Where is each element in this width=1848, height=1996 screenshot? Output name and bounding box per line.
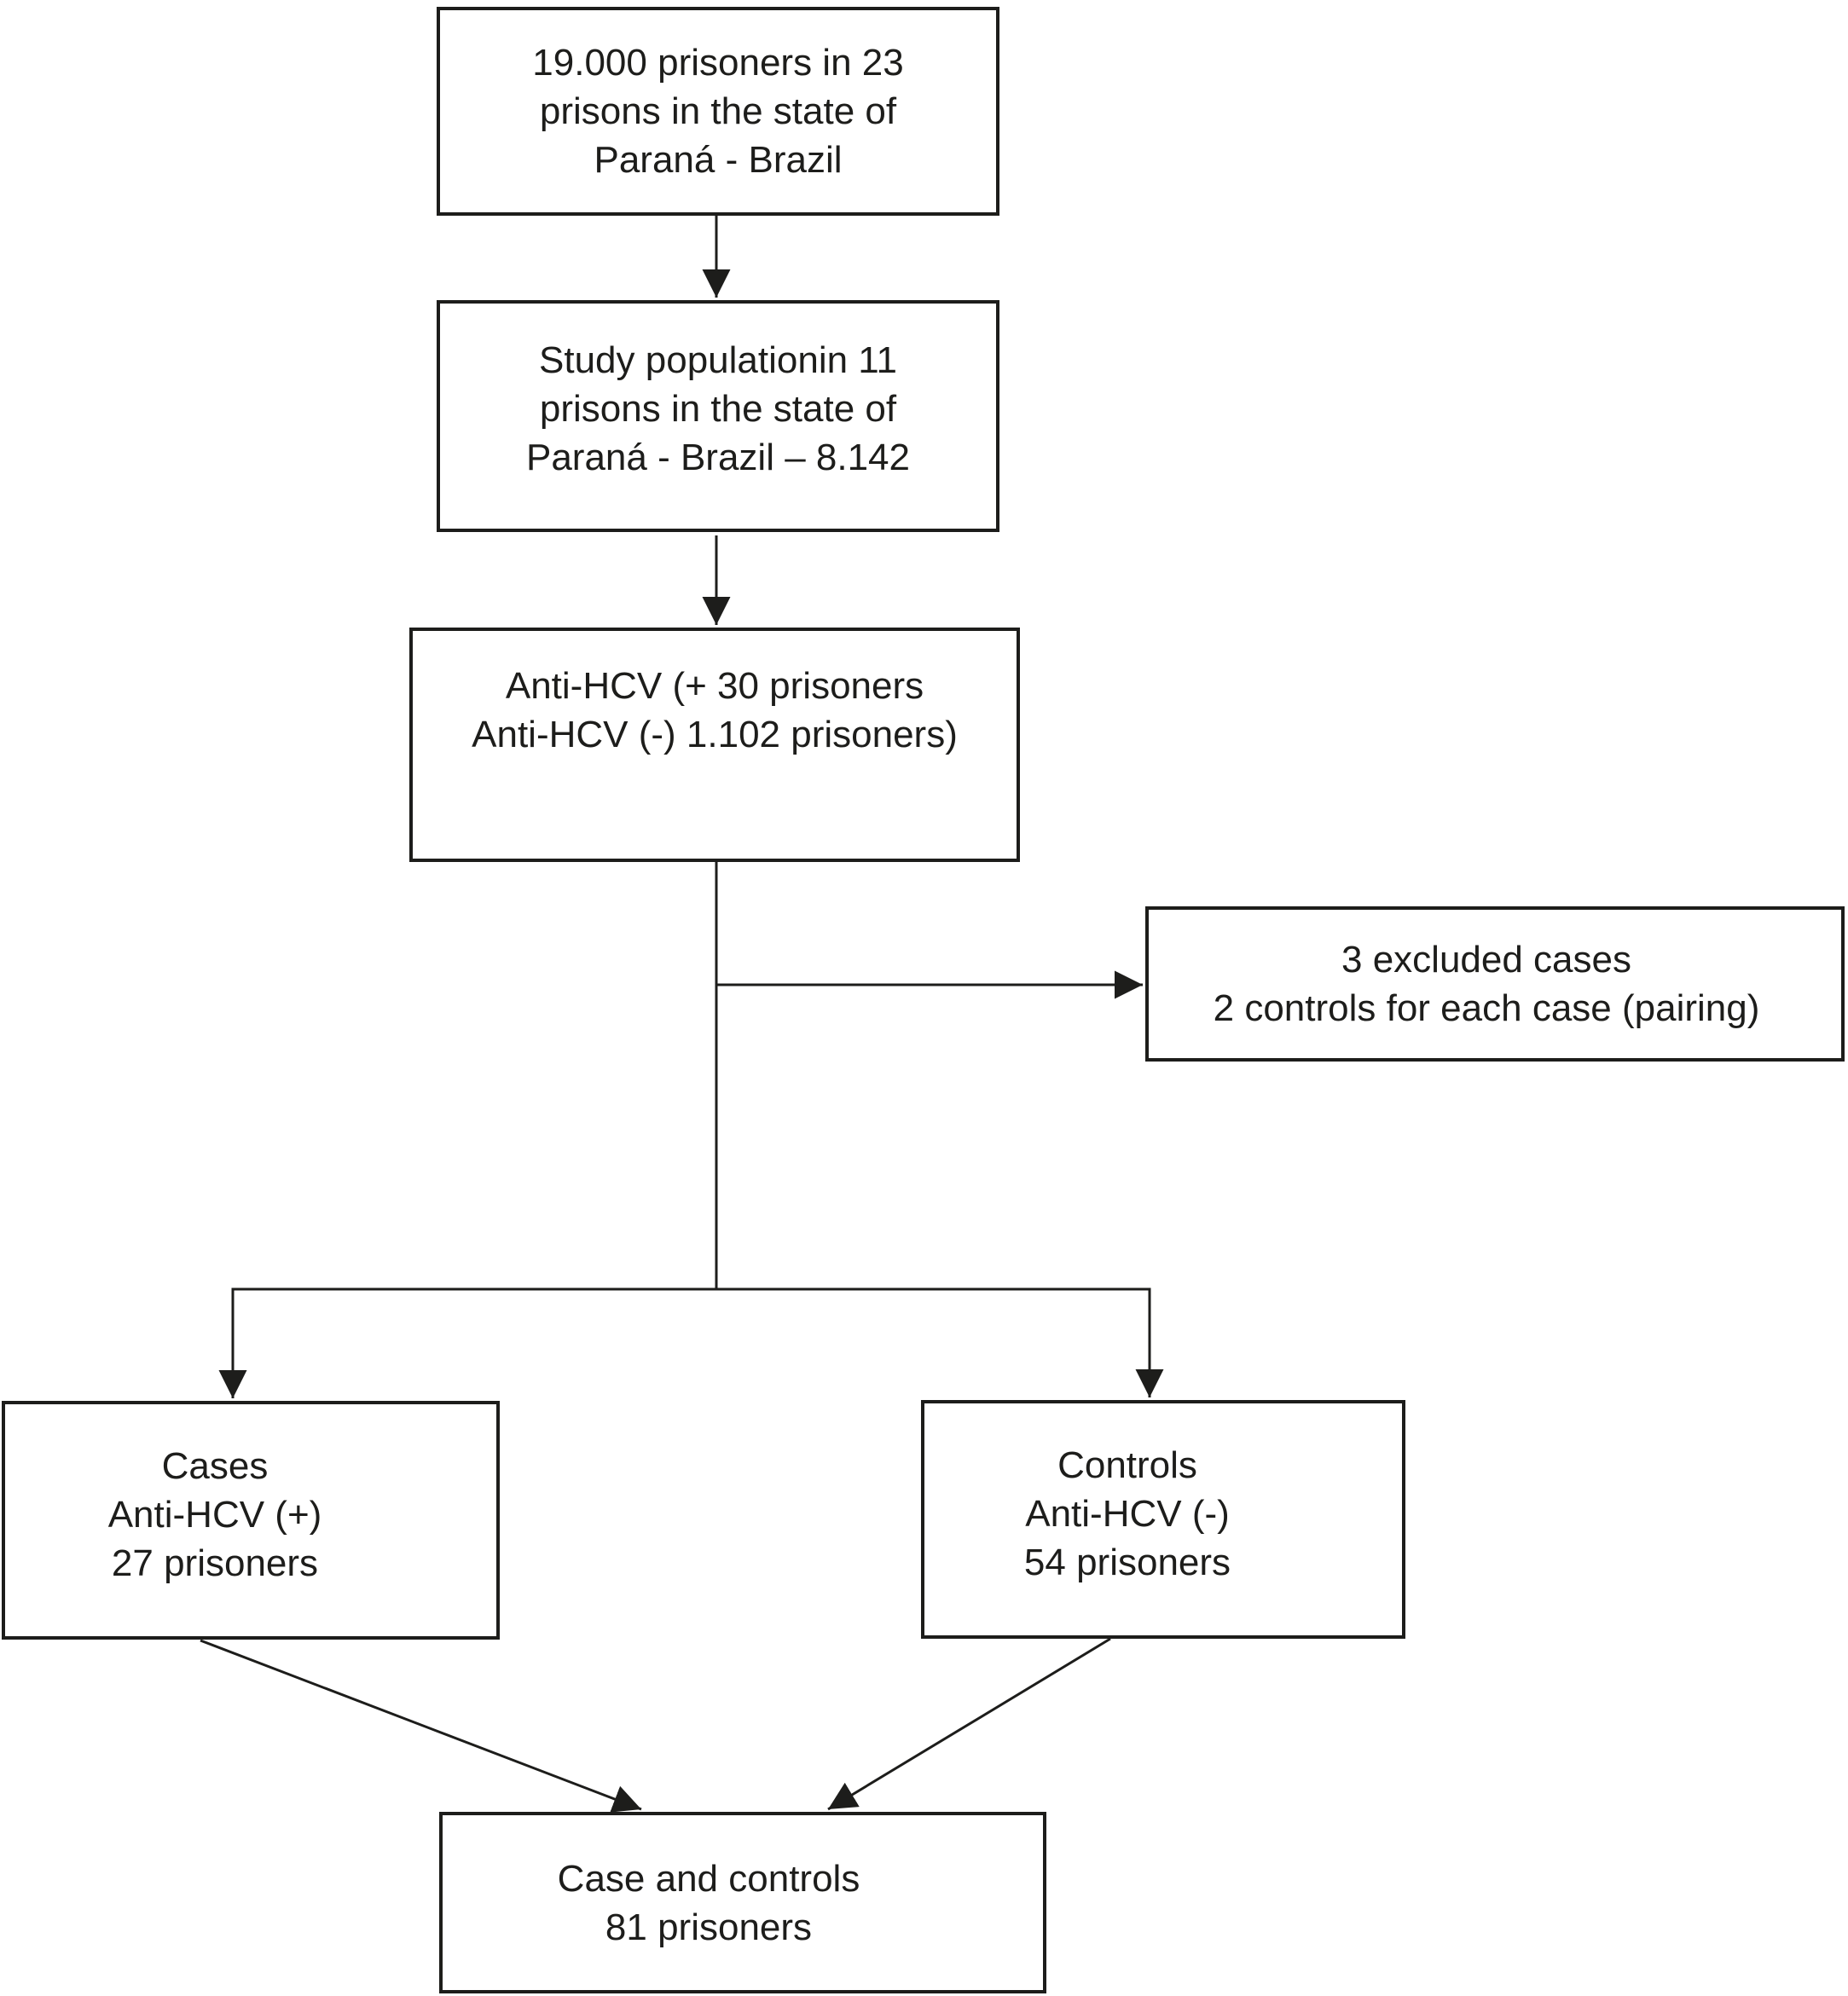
- excluded-cases-line: 2 controls for each case (pairing): [1213, 987, 1760, 1029]
- total-population-line: 19.000 prisoners in 23: [532, 42, 904, 84]
- case-and-controls-box: Case and controls 81 prisoners: [439, 1812, 1046, 1993]
- controls-line: Controls: [1057, 1444, 1197, 1486]
- total-population-line: prisons in the state of: [539, 90, 897, 132]
- anti-hcv-screening-line: Anti-HCV (+ 30 prisoners: [505, 665, 924, 707]
- study-population-line: Study populationin 11: [539, 339, 897, 381]
- controls-line: 54 prisoners: [1023, 1542, 1231, 1583]
- study-population-box: Study populationin 11 prisons in the sta…: [437, 300, 999, 532]
- study-population-line: prisons in the state of: [539, 388, 897, 430]
- cases-line: 27 prisoners: [111, 1542, 319, 1584]
- cases-line: Anti-HCV (+): [107, 1494, 322, 1536]
- total-population-box: 19.000 prisoners in 23 prisons in the st…: [437, 7, 999, 216]
- cases-box: Cases Anti-HCV (+) 27 prisoners: [2, 1401, 500, 1640]
- total-population-line: Paraná - Brazil: [594, 139, 843, 181]
- excluded-cases-line: 3 excluded cases: [1341, 939, 1631, 981]
- anti-hcv-screening-box: Anti-HCV (+ 30 prisoners Anti-HCV (-) 1.…: [409, 628, 1020, 862]
- controls-line: Anti-HCV (-): [1025, 1493, 1230, 1535]
- cases-line: Cases: [161, 1445, 269, 1487]
- case-and-controls-line: Case and controls: [557, 1858, 860, 1900]
- anti-hcv-screening-line: Anti-HCV (-) 1.102 prisoners): [472, 714, 958, 755]
- arrow-cases-to-final: [200, 1639, 642, 1813]
- controls-box: Controls Anti-HCV (-) 54 prisoners: [921, 1400, 1405, 1639]
- study-population-line: Paraná - Brazil – 8.142: [525, 437, 911, 478]
- excluded-cases-box: 3 excluded cases 2 controls for each cas…: [1145, 906, 1845, 1062]
- case-and-controls-line: 81 prisoners: [605, 1906, 813, 1948]
- arrow-controls-to-final: [827, 1637, 1111, 1811]
